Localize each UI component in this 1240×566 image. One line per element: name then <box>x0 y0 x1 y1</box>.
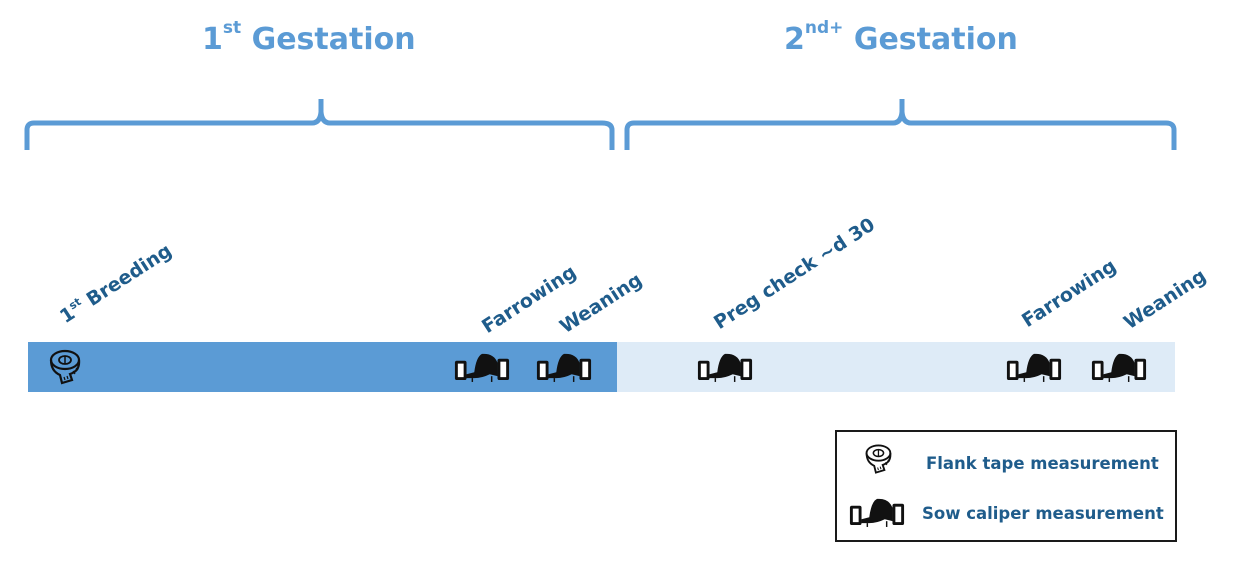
sow-caliper-icon <box>696 351 754 382</box>
phase-title-first-gestation: 1st Gestation <box>202 18 416 57</box>
sow-caliper-icon <box>1005 351 1063 382</box>
legend-label-sow-caliper: Sow caliper measurement <box>922 504 1164 523</box>
brace-second-gestation <box>624 99 1177 150</box>
phase-braces <box>24 99 1177 150</box>
flank-tape-icon <box>48 347 88 387</box>
phase-title-second-gestation: 2nd+ Gestation <box>784 18 1018 57</box>
brace-first-gestation <box>24 99 615 150</box>
event-label-first-breeding: 1st Breeding <box>56 239 176 328</box>
event-label-preg-check: Preg check ~d 30 <box>710 213 879 334</box>
legend: Flank tape measurement Sow caliper measu… <box>835 430 1177 542</box>
sow-caliper-icon <box>1090 351 1148 382</box>
timeline-bar-second-gestation <box>617 342 1175 392</box>
timeline-bar-first-gestation <box>28 342 617 392</box>
flank-tape-icon <box>864 442 898 476</box>
event-label-farrowing-2: Farrowing <box>1018 254 1121 332</box>
sow-caliper-icon <box>453 351 511 382</box>
legend-label-flank-tape: Flank tape measurement <box>926 454 1159 473</box>
sow-caliper-icon <box>848 496 906 527</box>
event-label-weaning-2: Weaning <box>1120 264 1211 334</box>
sow-caliper-icon <box>535 351 593 382</box>
